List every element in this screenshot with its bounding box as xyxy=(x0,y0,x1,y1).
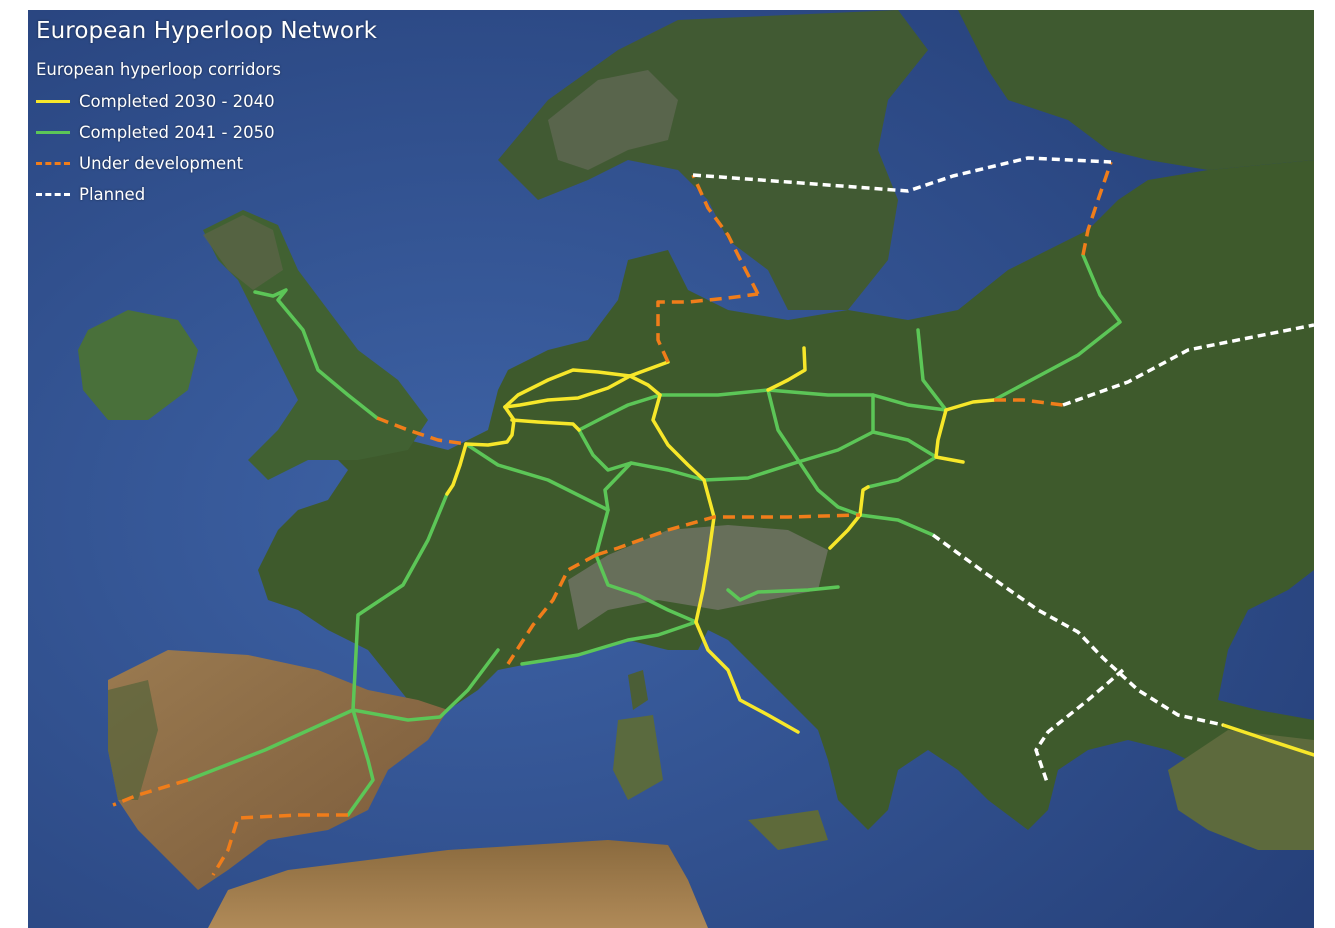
corridor-orange xyxy=(994,398,1064,407)
corridors-completed-2030-2040 xyxy=(445,346,1314,757)
finland-land xyxy=(958,10,1314,170)
scotland-highlands xyxy=(203,215,283,290)
corridor-white xyxy=(692,156,1112,193)
alps-mountains xyxy=(568,525,828,630)
corridor-green xyxy=(726,585,840,602)
legend-label: Planned xyxy=(79,185,146,204)
legend-item-under-development: Under development xyxy=(36,148,377,179)
legend-swatch-green xyxy=(36,131,70,134)
corridor-yellow xyxy=(858,485,870,517)
corridor-green xyxy=(858,513,935,537)
corridor-yellow xyxy=(464,405,516,447)
corridor-yellow xyxy=(694,620,800,734)
corridor-orange xyxy=(211,813,348,876)
corridor-yellow xyxy=(828,513,862,550)
legend-label: Under development xyxy=(79,154,244,173)
corridor-yellow xyxy=(766,346,807,392)
corridor-yellow xyxy=(934,408,965,464)
corridor-yellow xyxy=(1221,723,1314,757)
corridor-green xyxy=(346,708,375,817)
corridor-yellow xyxy=(445,442,468,496)
corridor-orange xyxy=(1081,161,1113,256)
corridor-green xyxy=(186,708,355,782)
corridor-green xyxy=(866,455,938,489)
corridor-yellow xyxy=(628,374,662,397)
legend-heading: European hyperloop corridors xyxy=(36,60,281,79)
corridor-white xyxy=(1034,668,1125,786)
legend-label: Completed 2041 - 2050 xyxy=(79,123,275,142)
legend-item-planned: Planned xyxy=(36,179,377,210)
corridor-green xyxy=(351,492,449,712)
corridor-green xyxy=(520,620,698,666)
legend-swatch-orange-dashed xyxy=(36,162,70,165)
corsica-land xyxy=(628,670,648,710)
corridor-green xyxy=(702,430,875,482)
legend-item-completed-2041-2050: Completed 2041 - 2050 xyxy=(36,117,377,148)
legend-label: Completed 2030 - 2040 xyxy=(79,92,275,111)
corridor-orange xyxy=(691,174,760,295)
corridor-green xyxy=(351,648,500,722)
corridor-yellow xyxy=(944,398,996,412)
corridor-yellow xyxy=(503,374,632,409)
corridor-orange xyxy=(595,513,861,557)
norway-mountains xyxy=(548,70,678,170)
corridors-completed-2041-2050 xyxy=(186,253,1122,817)
corridor-green xyxy=(766,388,862,517)
sicily-land xyxy=(748,810,828,850)
corridor-green xyxy=(594,553,698,624)
legend-item-completed-2030-2040: Completed 2030 - 2040 xyxy=(36,86,377,117)
sardinia-land xyxy=(613,715,663,800)
corridor-yellow xyxy=(694,515,716,624)
north-africa-land xyxy=(208,840,708,928)
iberia-land xyxy=(108,650,448,890)
corridor-orange xyxy=(506,553,597,665)
corridor-yellow xyxy=(510,418,581,432)
corridor-white xyxy=(1062,323,1314,407)
anatolia-land xyxy=(1168,730,1314,850)
legend-swatch-white-dashed xyxy=(36,193,70,196)
corridor-green xyxy=(594,461,706,557)
portugal-land xyxy=(108,680,158,800)
corridor-green xyxy=(464,442,610,512)
corridor-white xyxy=(931,533,1224,727)
corridor-green xyxy=(992,253,1122,402)
corridor-orange xyxy=(376,416,467,446)
corridor-yellow xyxy=(651,393,706,482)
corridor-orange xyxy=(656,292,759,363)
corridors-under-development xyxy=(112,161,1113,876)
corridor-green xyxy=(916,328,948,412)
map-legend: European Hyperloop Network European hype… xyxy=(36,18,377,210)
legend-swatch-yellow xyxy=(36,100,70,103)
corridors-planned xyxy=(692,156,1314,786)
corridor-green xyxy=(871,393,938,459)
ireland-land xyxy=(78,310,198,420)
corridor-green xyxy=(577,428,633,472)
satellite-map xyxy=(28,10,1314,928)
corridor-yellow xyxy=(702,478,716,519)
corridor-green xyxy=(253,288,379,420)
map-view[interactable]: European Hyperloop Network European hype… xyxy=(28,10,1314,928)
map-title: European Hyperloop Network xyxy=(36,18,378,44)
corridor-green xyxy=(577,388,770,432)
